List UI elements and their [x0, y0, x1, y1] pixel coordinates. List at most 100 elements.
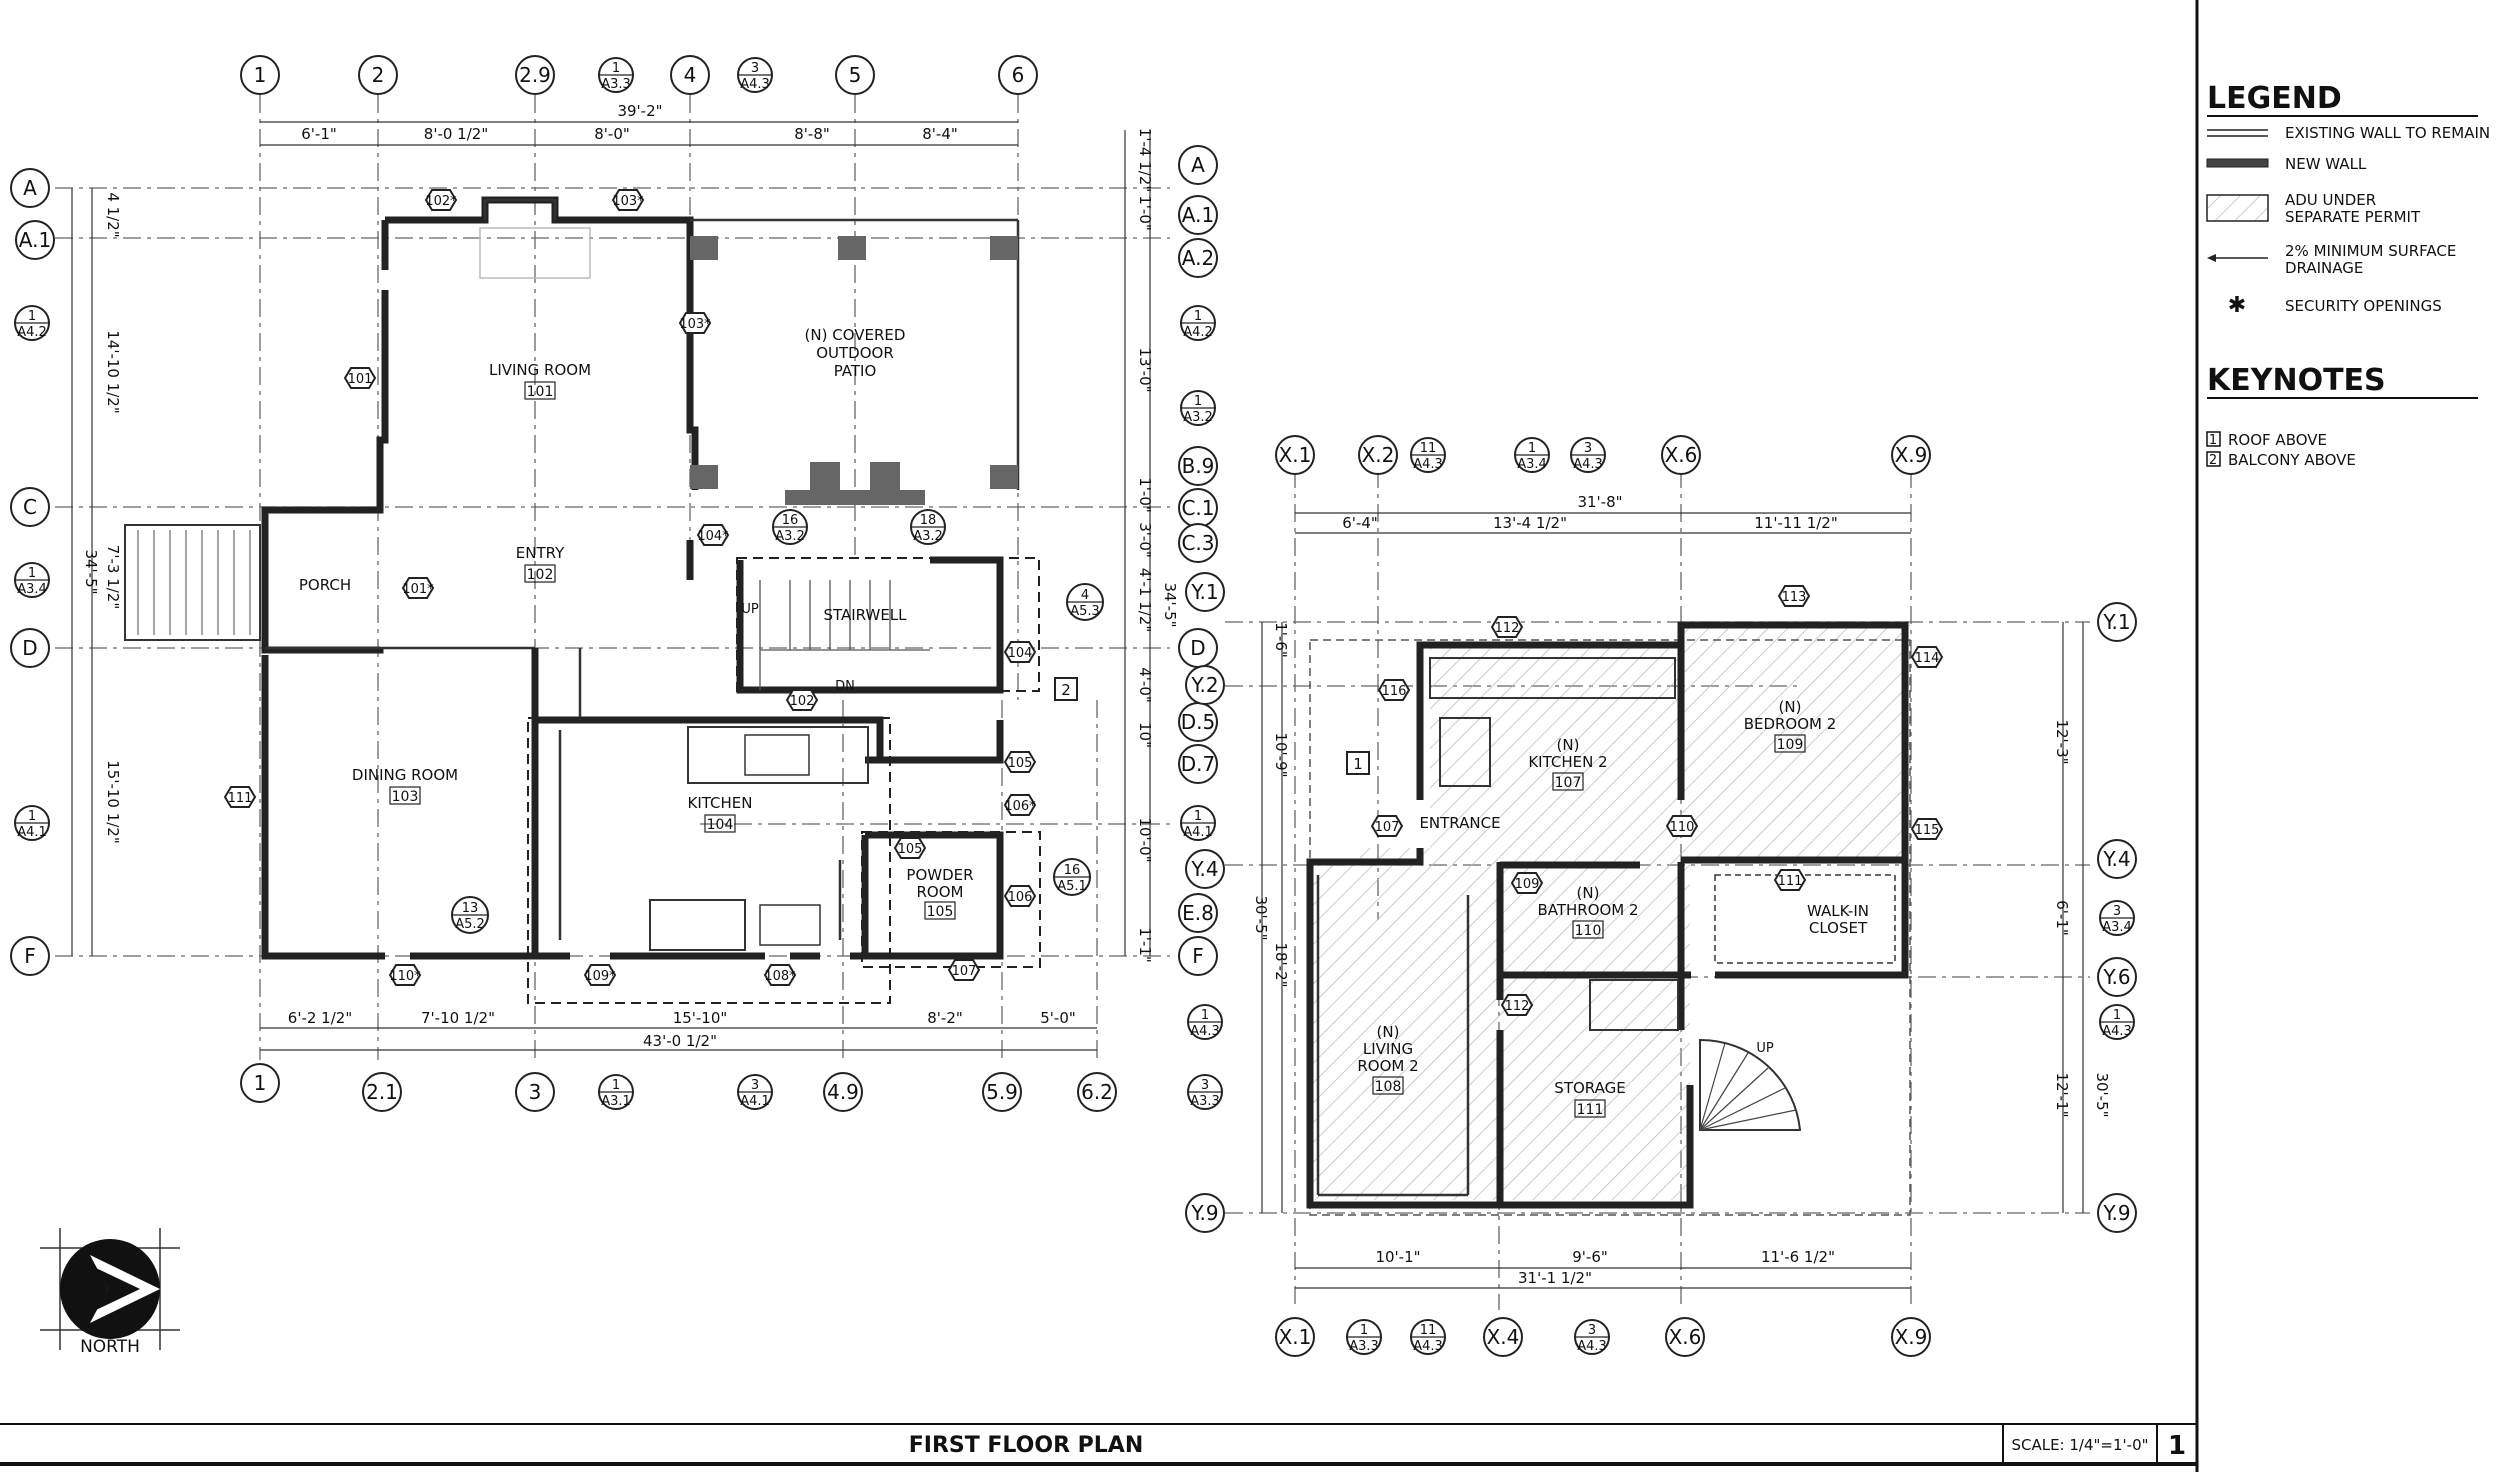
svg-text:A4.1: A4.1 — [17, 825, 47, 840]
room-dining-room-name: DINING ROOM — [352, 766, 458, 784]
grid-bubble-left-C: C — [10, 487, 50, 527]
keynote-1-text: ROOF ABOVE — [2228, 431, 2327, 449]
door-tag: 112 — [1490, 616, 1524, 638]
door-tag: 106* — [1003, 794, 1037, 816]
stair-down-label: DN — [835, 679, 855, 694]
adu-room-storage-number: 111 — [1577, 1102, 1604, 1118]
grid-bubble-right-A1: A.1 — [1178, 195, 1218, 235]
adu-room-living-line1: (N) — [1377, 1023, 1400, 1041]
svg-text:Y.9: Y.9 — [2102, 1201, 2130, 1225]
main-dim-right: 1'-4 1/2" — [1136, 128, 1154, 192]
door-tag: 108* — [763, 964, 797, 986]
svg-text:2.1: 2.1 — [366, 1080, 398, 1104]
svg-text:111: 111 — [228, 791, 253, 806]
svg-text:103*: 103* — [612, 194, 644, 209]
svg-text:Y.2: Y.2 — [1190, 673, 1218, 697]
main-dim-right: 10" — [1136, 722, 1154, 748]
adu-grid-bubble-bottom-X1: X.1 — [1275, 1317, 1315, 1357]
legend-new-wall-symbol — [2206, 158, 2269, 168]
door-tag: 104 — [1003, 641, 1037, 663]
adu-dim-top-total: 31'-8" — [1577, 493, 1622, 511]
svg-text:107: 107 — [1375, 820, 1400, 835]
sheet-title: FIRST FLOOR PLAN — [909, 1433, 1144, 1458]
adu-grid-bubble-right-Y1: Y.1 — [2097, 602, 2137, 642]
adu-dim-bottom: 11'-6 1/2" — [1761, 1248, 1835, 1266]
adu-room-closet-line2: CLOSET — [1809, 919, 1868, 937]
section-mark: 1A4.1 — [14, 805, 50, 841]
svg-text:A3.4: A3.4 — [1517, 457, 1547, 472]
svg-text:2: 2 — [372, 63, 385, 87]
main-dim-bottom: 7'-10 1/2" — [421, 1009, 495, 1027]
legend-adu-hatch-symbol — [2206, 194, 2269, 222]
svg-text:1: 1 — [612, 1078, 620, 1093]
svg-text:C.1: C.1 — [1181, 496, 1214, 520]
svg-text:A3.3: A3.3 — [1190, 1094, 1220, 1109]
main-dim-left: 14'-10 1/2" — [104, 330, 122, 414]
svg-text:16: 16 — [1064, 863, 1081, 878]
main-dim-top: 8'-8" — [794, 125, 830, 143]
main-dim-right: 13'-0" — [1136, 347, 1154, 392]
svg-text:Y.1: Y.1 — [1190, 580, 1218, 604]
svg-text:D: D — [22, 636, 37, 660]
door-tag: 105 — [1003, 751, 1037, 773]
svg-text:A3.2: A3.2 — [913, 529, 943, 544]
room-kitchen-name: KITCHEN — [688, 794, 753, 812]
grid-bubble-top-2.9: 2.9 — [515, 55, 555, 95]
svg-text:102: 102 — [790, 694, 815, 709]
adu-room-living-number: 108 — [1375, 1079, 1402, 1095]
adu-room-bedroom-line2: BEDROOM 2 — [1744, 715, 1837, 733]
svg-text:X.6: X.6 — [1669, 1325, 1702, 1349]
legend-security-label: SECURITY OPENINGS — [2285, 297, 2442, 315]
adu-room-bathroom-number: 110 — [1575, 923, 1602, 939]
adu-grid-bubble-bottom-X9: X.9 — [1891, 1317, 1931, 1357]
door-tag: 107 — [947, 959, 981, 981]
adu-grid-bubble-left-Y4: Y.4 — [1185, 849, 1225, 889]
grid-bubble-top-1: 1 — [240, 55, 280, 95]
main-dim-right-total: 34'-5" — [1161, 582, 1179, 627]
grid-bubble-left-D: D — [10, 628, 50, 668]
section-mark: 1A4.1 — [1180, 805, 1216, 841]
svg-text:X.2: X.2 — [1362, 443, 1395, 467]
svg-text:1: 1 — [1201, 1008, 1209, 1023]
svg-text:F: F — [1192, 944, 1204, 968]
main-dim-top-total: 39'-2" — [617, 102, 662, 120]
door-tag: 103* — [678, 312, 712, 334]
svg-text:115: 115 — [1915, 823, 1940, 838]
main-dim-top: 8'-0" — [594, 125, 630, 143]
legend-heading: LEGEND — [2207, 81, 2342, 116]
main-house-plan: 1 2 2.9 4 5 6 1 2.1 3 4.9 5.9 6.2 A A.1 … — [10, 55, 1218, 1112]
svg-text:1: 1 — [1194, 309, 1202, 324]
room-kitchen-number: 104 — [707, 817, 734, 833]
svg-text:A4.2: A4.2 — [1183, 325, 1213, 340]
adu-room-living-line3: ROOM 2 — [1357, 1057, 1418, 1075]
door-tag: 101* — [401, 577, 435, 599]
adu-grid-bubble-top-X6: X.6 — [1661, 435, 1701, 475]
svg-text:5.9: 5.9 — [986, 1080, 1018, 1104]
svg-text:X.9: X.9 — [1895, 1325, 1928, 1349]
adu-plan: UP X.1 X.2 X.6 X.9 X.1 X.4 X.6 X.9 Y.1 Y… — [1185, 435, 2137, 1357]
svg-text:F: F — [24, 944, 36, 968]
svg-text:101: 101 — [348, 372, 373, 387]
svg-text:18: 18 — [920, 513, 937, 528]
adu-grid-bubble-left-Y9: Y.9 — [1185, 1193, 1225, 1233]
adu-grid-bubble-left-Y1: Y.1 — [1185, 572, 1225, 612]
adu-room-bathroom-line1: (N) — [1577, 884, 1600, 902]
adu-dim-top: 11'-11 1/2" — [1754, 514, 1838, 532]
adu-room-living-line2: LIVING — [1363, 1040, 1413, 1058]
svg-text:4.9: 4.9 — [827, 1080, 859, 1104]
room-powder-line1: POWDER — [906, 866, 973, 884]
svg-text:1: 1 — [2113, 1008, 2121, 1023]
svg-text:11: 11 — [1420, 441, 1437, 456]
svg-text:A4.2: A4.2 — [17, 325, 47, 340]
adu-dim-bottom: 10'-1" — [1375, 1248, 1420, 1266]
svg-text:Y.6: Y.6 — [2102, 965, 2130, 989]
grid-bubble-right-D7: D.7 — [1178, 744, 1218, 784]
room-dining-room-number: 103 — [392, 789, 419, 805]
section-mark: 1A3.3 — [598, 57, 634, 93]
svg-text:1: 1 — [254, 63, 267, 87]
room-patio-line3: PATIO — [834, 362, 877, 380]
section-mark: 1A3.2 — [1180, 390, 1216, 426]
stair-up-label: UP — [741, 602, 759, 617]
